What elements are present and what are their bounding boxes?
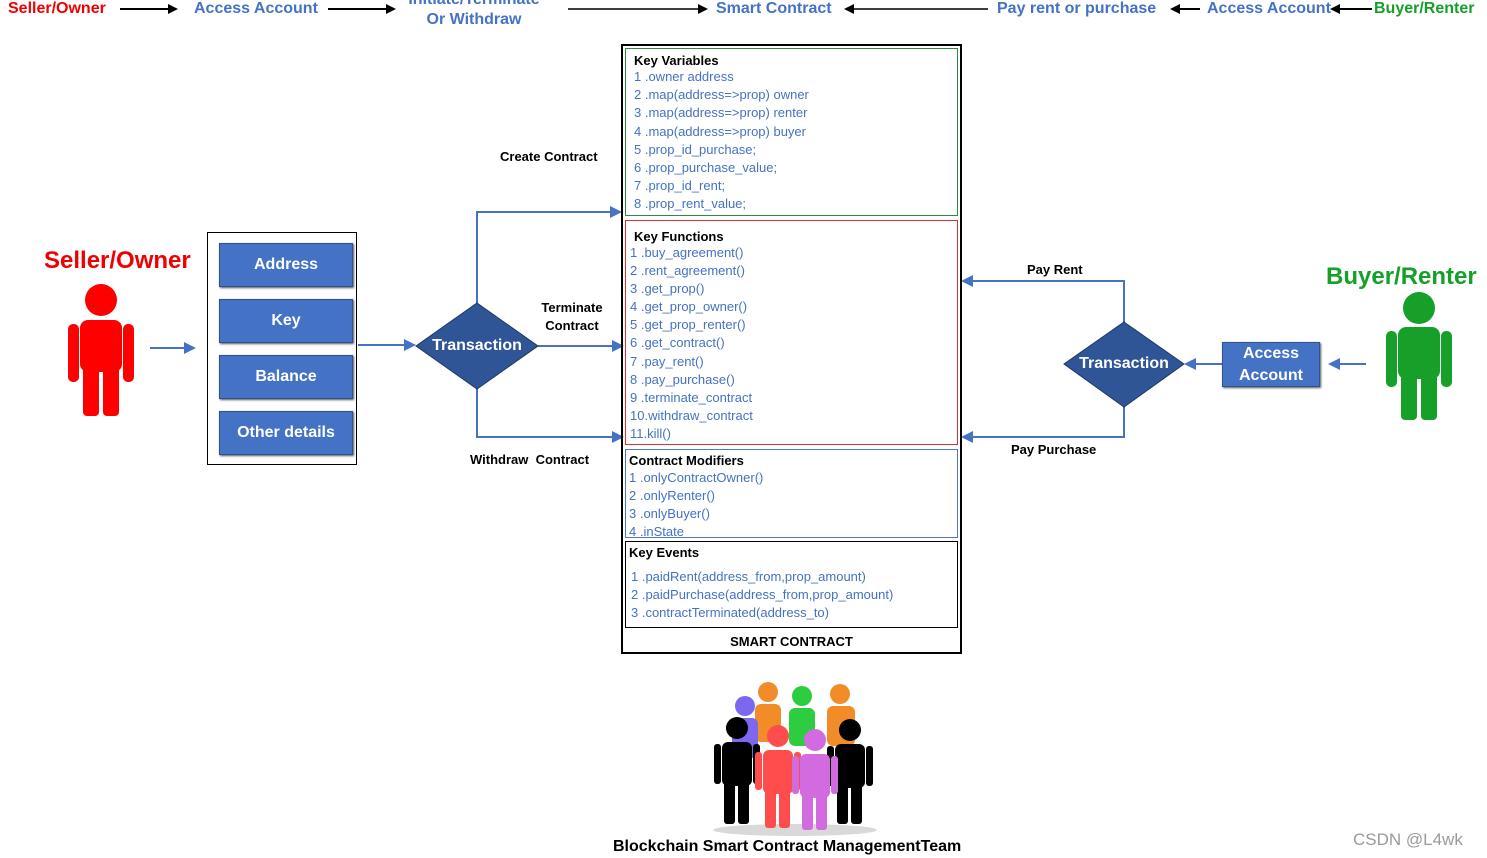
contract-modifiers-section: Contract Modifiers 1 .onlyContractOwner(…: [625, 449, 958, 541]
other-details-field: Other details: [219, 411, 353, 455]
list-item: 3 .get_prop(): [630, 281, 705, 297]
watermark: CSDN @L4wk: [1353, 830, 1463, 849]
flow-access-account: Access Account: [194, 0, 318, 17]
withdraw-contract-label: Withdraw Contract: [470, 452, 590, 467]
key-events-heading: Key Events: [629, 545, 700, 560]
smart-contract-box: [621, 44, 962, 654]
seller-person-icon: [68, 284, 134, 416]
flow-buyer: Buyer/Renter: [1374, 0, 1475, 17]
team-caption: Blockchain Smart Contract ManagementTeam: [613, 838, 962, 855]
balance-field: Balance: [219, 355, 353, 399]
left-transaction-diamond: [415, 302, 539, 390]
list-item: 7 .pay_rent(): [630, 353, 704, 369]
list-item: 2 .rent_agreement(): [630, 263, 745, 279]
list-item: 8 .prop_rent_value;: [634, 196, 747, 212]
list-item: 1 .buy_agreement(): [630, 245, 744, 260]
list-item: 3 .map(address=>prop) renter: [634, 105, 808, 121]
list-item: 2 .paidPurchase(address_from,prop_amount…: [631, 587, 894, 602]
flow-seller: Seller/Owner: [8, 0, 106, 17]
list-item: 9 .terminate_contract: [630, 389, 753, 405]
flow-initiate-line1: Initiate/Terminate: [404, 0, 544, 10]
buyer-person-icon: [1386, 292, 1452, 420]
terminate-contract-label: Terminate Contract: [537, 300, 607, 333]
address-field: Address: [219, 243, 353, 287]
list-item: 1 .onlyContractOwner(): [629, 470, 764, 485]
create-contract-label: Create Contract: [500, 149, 598, 164]
left-transaction-label: Transaction: [432, 337, 522, 354]
right-transaction-diamond: [1063, 321, 1185, 408]
create-contract-arrow: [476, 206, 622, 305]
list-item: 10.withdraw_contract: [630, 407, 753, 423]
list-item: 2 .onlyRenter(): [629, 488, 715, 503]
pay-rent-label: Pay Rent: [1027, 262, 1083, 277]
contract-modifiers-list: 1 .onlyContractOwner() 2 .onlyRenter() 3 .…: [629, 469, 957, 541]
list-item: 6 .prop_purchase_value;: [634, 160, 778, 176]
list-item: 5 .get_prop_renter(): [630, 317, 746, 333]
flow-pay: Pay rent or purchase: [997, 0, 1157, 17]
seller-title: Seller/Owner: [44, 247, 191, 274]
list-item: 4 .get_prop_owner(): [630, 299, 748, 315]
access-account-box: Access Account: [1222, 342, 1320, 387]
account-box: [207, 232, 357, 465]
key-events-list: 1 .paidRent(address_from,prop_amount) 2 .…: [629, 568, 957, 622]
pay-rent-arrow: [961, 275, 1125, 323]
access-account-line2: Account: [1239, 366, 1303, 384]
key-functions-section: Key Functions 1 .buy_agreement() 2 .rent_…: [625, 220, 958, 445]
pay-purchase-arrow: [961, 407, 1125, 443]
list-item: 3 .contractTerminated(address_to): [631, 605, 829, 620]
key-events-section: Key Events 1 .paidRent(address_from,prop…: [625, 541, 958, 628]
list-item: 5 .prop_id_purchase;: [634, 141, 757, 157]
key-variables-section: Key Variables 1 .owner address 2 .map(add…: [625, 48, 958, 216]
list-item: 8 .pay_purchase(): [630, 371, 735, 387]
contract-modifiers-heading: Contract Modifiers: [629, 453, 744, 468]
key-functions-heading: Key Functions: [634, 229, 724, 244]
list-item: 4 .map(address=>prop) buyer: [634, 123, 806, 139]
smart-contract-caption: SMART CONTRACT: [730, 634, 853, 649]
list-item: 1 .owner address: [634, 69, 734, 84]
team-people-icon: [713, 682, 877, 836]
buyer-title: Buyer/Renter: [1326, 263, 1477, 290]
list-item: 11.kill(): [630, 425, 671, 441]
list-item: 7 .prop_id_rent;: [634, 178, 726, 194]
terminate-label-line1: Terminate: [541, 300, 603, 315]
list-item: 3 .onlyBuyer(): [629, 506, 710, 521]
key-functions-list: 1 .buy_agreement() 2 .rent_agreement() 3 .…: [630, 244, 957, 443]
right-transaction-label: Transaction: [1079, 355, 1169, 372]
list-item: 2 .map(address=>prop) owner: [634, 87, 809, 103]
access-account-line1: Access: [1242, 344, 1300, 362]
list-item: 6 .get_contract(): [630, 335, 725, 351]
terminate-label-line2: Contract: [545, 318, 599, 333]
key-variables-heading: Key Variables: [634, 53, 719, 68]
list-item: 1 .paidRent(address_from,prop_amount): [631, 569, 866, 584]
key-variables-list: 1 .owner address 2 .map(address=>prop) ow…: [634, 68, 957, 214]
flow-smart-contract: Smart Contract: [716, 0, 832, 17]
flow-access-account-2: Access Account: [1207, 0, 1331, 17]
flow-initiate: Initiate/Terminate Or Withdraw: [404, 0, 544, 30]
pay-purchase-label: Pay Purchase: [1011, 442, 1097, 457]
withdraw-contract-arrow: [476, 387, 624, 443]
flow-initiate-line2: Or Withdraw: [426, 11, 522, 28]
list-item: 4 .inState: [629, 524, 684, 539]
key-field: Key: [219, 299, 353, 343]
